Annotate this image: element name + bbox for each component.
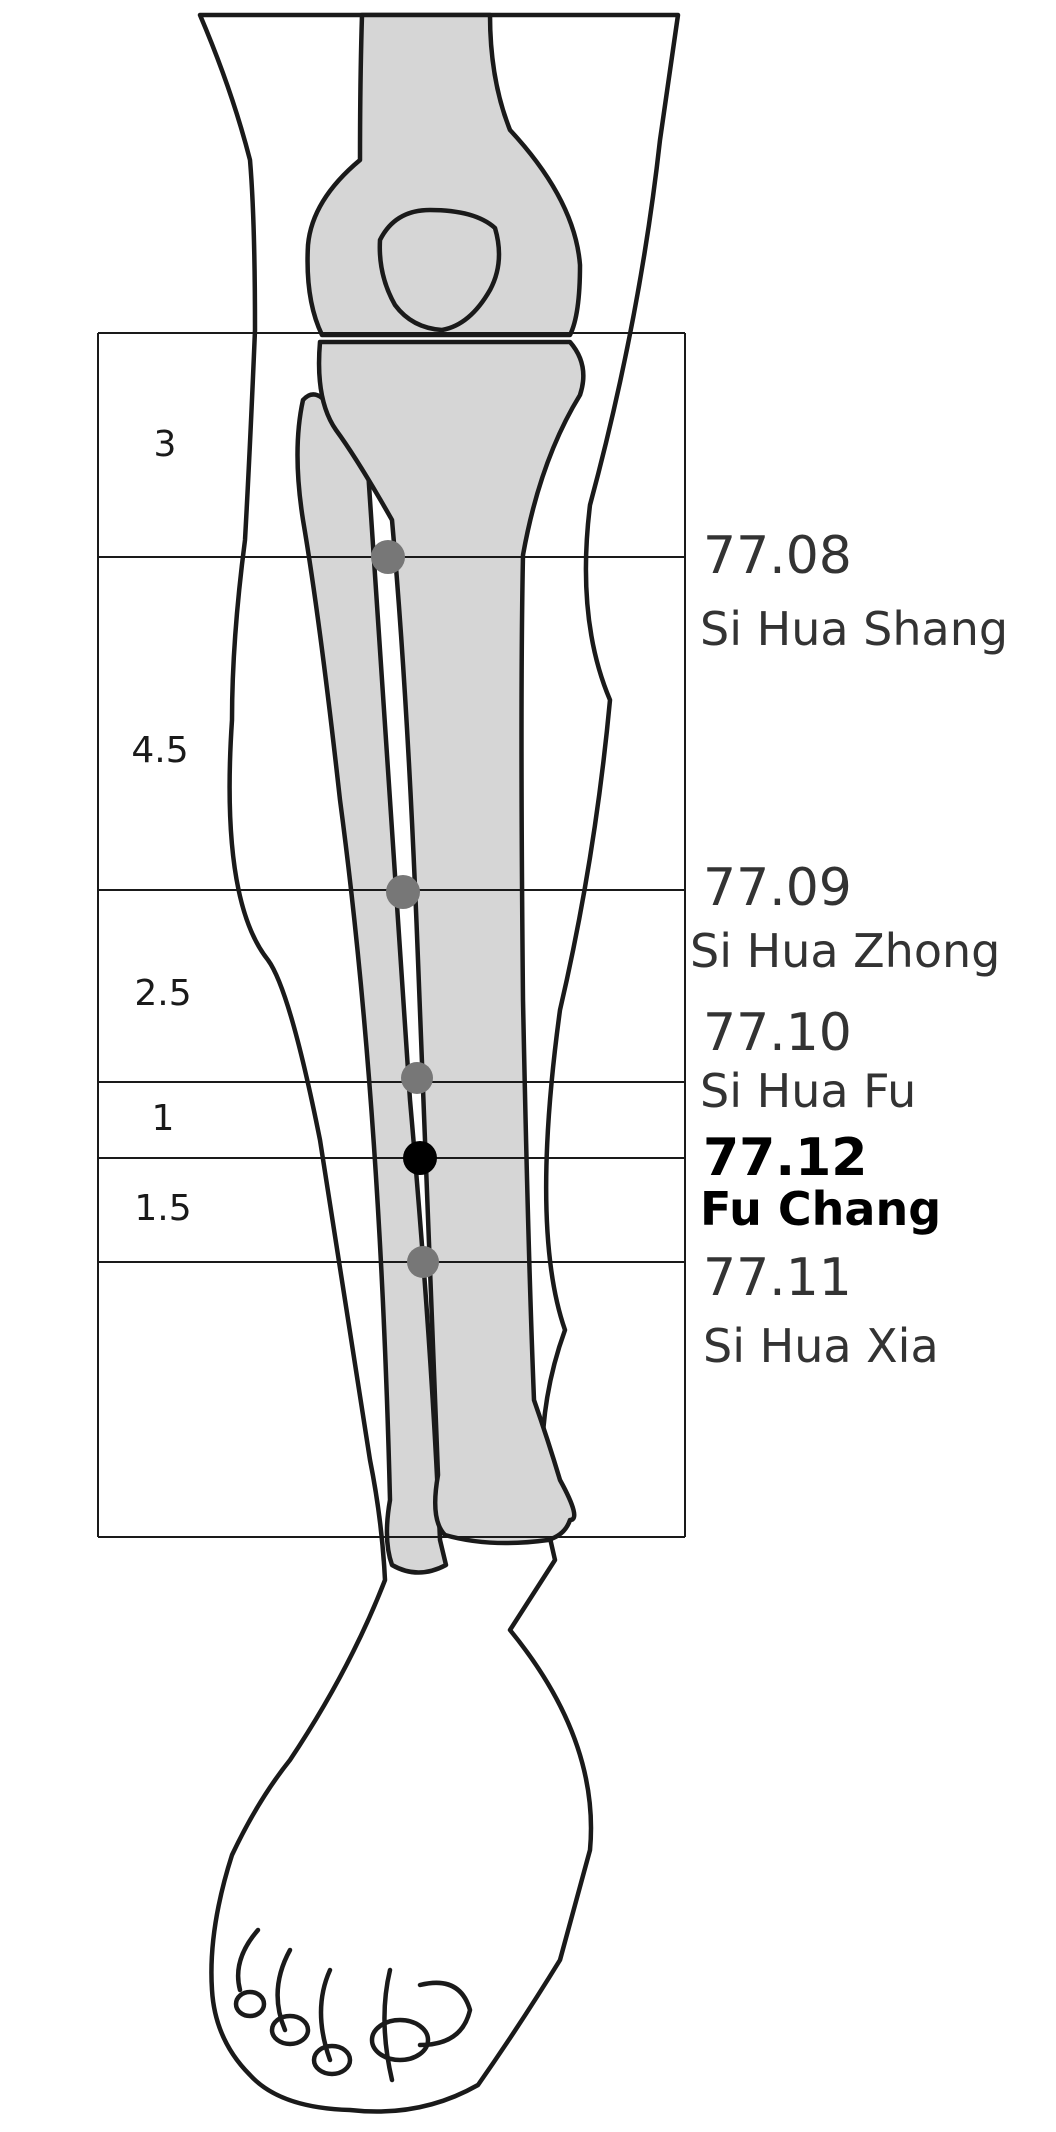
toe-nail-4 bbox=[369, 2017, 431, 2063]
acupoint-marker-77-12 bbox=[403, 1141, 437, 1175]
toe-nail-2 bbox=[269, 2013, 311, 2047]
point-name-77-08: Si Hua Shang bbox=[700, 602, 1008, 656]
point-code-77-10: 77.10 bbox=[703, 1003, 852, 1063]
toe-lines bbox=[235, 1927, 473, 2083]
point-code-77-08: 77.08 bbox=[703, 526, 852, 586]
patella-bone bbox=[377, 207, 502, 333]
segment-label-2: 4.5 bbox=[131, 730, 188, 771]
leg-outline bbox=[197, 12, 681, 2114]
segment-label-1: 3 bbox=[154, 424, 177, 465]
point-name-77-11: Si Hua Xia bbox=[703, 1319, 939, 1373]
toe-nail-3 bbox=[311, 2043, 353, 2077]
proportion-grid bbox=[97, 332, 686, 1538]
acupoint-marker-77-08 bbox=[371, 540, 405, 574]
acupoint-marker-77-10 bbox=[401, 1062, 433, 1094]
acupoint-marker-77-09 bbox=[386, 875, 420, 909]
segment-label-4: 1 bbox=[152, 1098, 175, 1139]
point-code-77-11: 77.11 bbox=[703, 1248, 852, 1308]
segment-label-3: 2.5 bbox=[134, 973, 191, 1014]
point-name-77-12: Fu Chang bbox=[700, 1182, 941, 1236]
segment-label-5: 1.5 bbox=[134, 1188, 191, 1229]
femur-bone bbox=[305, 12, 583, 338]
fibula-bone bbox=[295, 392, 449, 1575]
point-name-77-10: Si Hua Fu bbox=[700, 1064, 916, 1118]
point-name-77-09: Si Hua Zhong bbox=[690, 924, 1000, 978]
toe-nail-1 bbox=[233, 1989, 267, 2019]
acupoint-marker-77-11 bbox=[407, 1246, 439, 1278]
point-code-77-12: 77.12 bbox=[703, 1128, 867, 1188]
tibia-bone bbox=[316, 339, 586, 1546]
point-code-77-09: 77.09 bbox=[703, 858, 852, 918]
